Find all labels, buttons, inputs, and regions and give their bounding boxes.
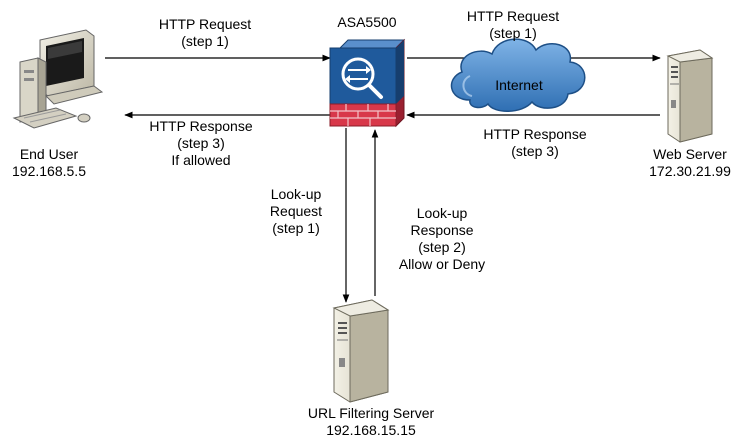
http-response-right-step: (step 3) (511, 143, 559, 159)
end-user-ip: 192.168.5.5 (12, 163, 86, 179)
web-server-ip: 172.30.21.99 (649, 163, 731, 179)
lookup-response-line1: Look-up (416, 205, 468, 221)
web-server-icon (666, 49, 714, 143)
http-response-left-condition: If allowed (171, 152, 231, 168)
http-response-left-text: HTTP Response (149, 118, 253, 134)
http-response-left-label: HTTP Response (step 3) If allowed (126, 118, 276, 169)
lookup-response-label: Look-up Response (step 2) Allow or Deny (382, 205, 502, 273)
lookup-request-line2: Request (269, 203, 323, 219)
internet-cloud-icon (450, 38, 586, 112)
web-server-name: Web Server (653, 146, 727, 162)
end-user-name: End User (19, 146, 79, 162)
asa-name: ASA5500 (337, 14, 397, 30)
lookup-response-result: Allow or Deny (398, 256, 486, 272)
url-filtering-server-name: URL Filtering Server (307, 405, 435, 421)
http-response-right-text: HTTP Response (483, 126, 587, 142)
http-request-right-text: HTTP Request (466, 8, 560, 24)
http-request-left-text: HTTP Request (158, 16, 252, 32)
end-user-label: End User 192.168.5.5 (4, 146, 94, 180)
http-request-right-label: HTTP Request (step 1) (438, 8, 588, 42)
end-user-pc-icon (12, 29, 104, 129)
internet-label: Internet (484, 77, 554, 94)
url-filtering-server-label: URL Filtering Server 192.168.15.15 (276, 405, 466, 439)
internet-name: Internet (495, 77, 543, 93)
asa-firewall-icon (329, 38, 406, 128)
http-request-left-step: (step 1) (181, 33, 229, 49)
http-response-right-label: HTTP Response (step 3) (455, 126, 615, 160)
http-request-left-label: HTTP Request (step 1) (130, 16, 280, 50)
url-filtering-server-ip: 192.168.15.15 (326, 422, 416, 438)
lookup-request-line1: Look-up (270, 186, 322, 202)
url-filtering-server-icon (332, 299, 390, 403)
http-response-left-step: (step 3) (177, 135, 225, 151)
lookup-response-line2: Response (410, 222, 474, 238)
http-request-right-step: (step 1) (489, 25, 537, 41)
lookup-request-label: Look-up Request (step 1) (256, 186, 336, 237)
asa-label: ASA5500 (322, 14, 412, 31)
web-server-label: Web Server 172.30.21.99 (630, 146, 750, 180)
lookup-response-step: (step 2) (418, 239, 466, 255)
lookup-request-step: (step 1) (272, 220, 320, 236)
